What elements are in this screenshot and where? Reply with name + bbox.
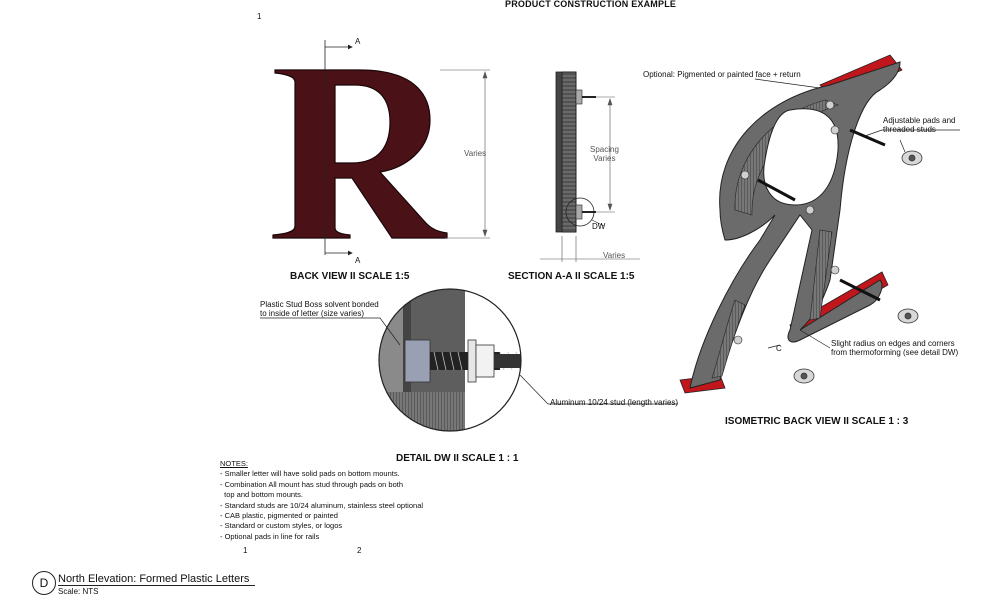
notes-heading: NOTES: <box>220 459 248 468</box>
isometric-section-mark: C <box>776 344 782 353</box>
section-mark-top: A <box>355 37 361 46</box>
view-letter-circle: D <box>32 571 56 595</box>
note-item: - CAB plastic, pigmented or painted <box>220 511 338 521</box>
sheet-title: North Elevation: Formed Plastic Letters <box>58 573 256 586</box>
page-mark-top: 1 <box>257 12 262 21</box>
pads-note: Adjustable pads and threaded studs <box>883 116 956 134</box>
detail-caption: DETAIL DW II SCALE 1 : 1 <box>396 453 519 464</box>
note-item: - Combination All mount has stud through… <box>220 479 404 489</box>
spacing-label: Spacing Varies <box>590 145 619 163</box>
detail-leaders <box>260 317 678 405</box>
note-item: - Smaller letter will have solid pads on… <box>220 469 400 479</box>
note-item: - Standard studs are 10/24 aluminum, sta… <box>220 500 424 510</box>
notes-block: NOTES: - Smaller letter will have solid … <box>220 459 423 542</box>
back-view-letter <box>272 69 448 239</box>
isometric-caption: ISOMETRIC BACK VIEW II SCALE 1 : 3 <box>725 416 909 427</box>
back-view-dimension-label: Varies <box>464 149 487 158</box>
note-item: top and bottom mounts. <box>220 490 303 500</box>
face-note: Optional: Pigmented or painted face + re… <box>643 70 801 79</box>
detail-callout: DW <box>592 222 606 231</box>
section-profile <box>555 71 605 233</box>
stud-note: Aluminum 10/24 stud (length varies) <box>550 398 679 407</box>
section-caption: SECTION A-A II SCALE 1:5 <box>508 271 635 282</box>
page-mark-bottom-1: 1 <box>243 546 248 555</box>
note-item: - Standard or custom styles, or logos <box>220 521 343 531</box>
sheet-scale: Scale: NTS <box>58 587 99 596</box>
back-view-caption: BACK VIEW II SCALE 1:5 <box>290 271 410 282</box>
section-line-a <box>324 40 353 256</box>
page-mark-bottom-2: 2 <box>357 546 362 555</box>
note-item: - Optional pads in line for rails <box>220 531 320 541</box>
isometric-letter <box>679 54 923 394</box>
radius-note: Slight radius on edges and corners from … <box>831 339 959 357</box>
detail-circle <box>378 288 522 432</box>
section-dimensions <box>540 96 640 262</box>
isometric-leaders <box>754 78 960 349</box>
section-mark-bottom: A <box>355 256 361 265</box>
stud-boss-note: Plastic Stud Boss solvent bonded to insi… <box>260 300 379 318</box>
drawing-title: PRODUCT CONSTRUCTION EXAMPLE <box>505 0 677 9</box>
back-view-dimension <box>440 69 490 239</box>
depth-label: Varies <box>603 251 626 260</box>
